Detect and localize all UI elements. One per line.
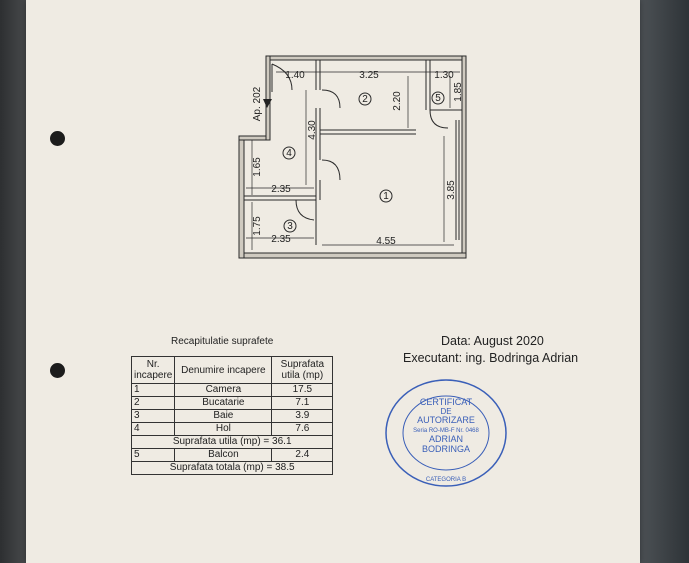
dim-top-right: 1.30 — [434, 70, 454, 81]
table-row: 5 Balcon 2.4 — [130, 448, 334, 462]
cell-area: 17.5 — [271, 383, 334, 397]
cell-name: Baie — [174, 409, 273, 423]
room-3-label: 3 — [287, 221, 293, 232]
background-right — [639, 0, 689, 563]
table-row: 1 Camera 17.5 — [130, 383, 334, 397]
table-row: 4 Hol 7.6 — [130, 422, 334, 436]
punch-hole-top — [50, 131, 65, 146]
dim-room-height: 3.85 — [446, 180, 457, 200]
room-5-label: 5 — [435, 93, 441, 104]
cell-nr: 4 — [130, 422, 176, 436]
room-1-label: 1 — [383, 191, 389, 202]
total-row: Suprafata totala (mp) = 38.5 — [130, 461, 334, 475]
subtotal-row: Suprafata utila (mp) = 36.1 — [130, 435, 334, 449]
background-left — [0, 0, 28, 563]
dim-bath-width: 2.35 — [271, 234, 291, 245]
subtotal-cell: Suprafata utila (mp) = 36.1 — [130, 435, 334, 449]
dim-room-width: 4.55 — [376, 236, 396, 247]
cell-name: Camera — [174, 383, 273, 397]
dim-top-mid: 3.25 — [359, 70, 379, 81]
stamp-name2: BODRINGA — [422, 444, 470, 454]
cell-nr: 5 — [130, 448, 176, 462]
apartment-label: Ap. 202 — [252, 86, 263, 121]
recap-title: Recapitulatie suprafete — [171, 336, 274, 347]
room-2-label: 2 — [362, 94, 368, 105]
date-text: Data: August 2020 — [441, 334, 544, 348]
room-4-label: 4 — [286, 148, 292, 159]
cell-nr: 1 — [130, 383, 176, 397]
table-row: 3 Baie 3.9 — [130, 409, 334, 423]
header-name: Denumire incapere — [174, 356, 273, 384]
dim-bath-height: 1.75 — [252, 216, 263, 236]
cell-nr: 3 — [130, 409, 176, 423]
dim-balcony-height: 1.85 — [453, 82, 464, 102]
dim-top-left: 1.40 — [285, 70, 305, 81]
dim-kitchen-height: 2.20 — [392, 91, 403, 111]
stamp-category: CATEGORIA B — [426, 477, 466, 483]
dim-hall-height: 4.30 — [307, 120, 318, 140]
cell-area: 3.9 — [271, 409, 334, 423]
table-header-row: Nr. incapere Denumire incapere Suprafata… — [130, 356, 334, 384]
cell-name: Hol — [174, 422, 273, 436]
stamp-line2: DE — [440, 407, 451, 416]
total-cell: Suprafata totala (mp) = 38.5 — [130, 461, 334, 475]
paper-sheet: 2 5 4 1 3 1.40 3.25 1.30 2.35 2.35 4.55 … — [26, 0, 640, 563]
stamp-line3: AUTORIZARE — [417, 415, 475, 425]
floor-plan: 2 5 4 1 3 1.40 3.25 1.30 2.35 2.35 4.55 … — [238, 55, 467, 259]
executant-text: Executant: ing. Bodringa Adrian — [403, 351, 579, 365]
dim-hall-lower: 1.65 — [252, 157, 263, 177]
cell-nr: 2 — [130, 396, 176, 410]
certificate-stamp: CERTIFICAT DE AUTORIZARE Seria RO-MB-F N… — [385, 379, 507, 487]
cell-area: 2.4 — [271, 448, 334, 462]
header-area: Suprafata utila (mp) — [271, 356, 334, 384]
cell-area: 7.6 — [271, 422, 334, 436]
table-row: 2 Bucatarie 7.1 — [130, 396, 334, 410]
punch-hole-bottom — [50, 363, 65, 378]
cell-name: Balcon — [174, 448, 273, 462]
stamp-serie: Seria RO-MB-F Nr. 0468 — [413, 428, 479, 434]
cell-area: 7.1 — [271, 396, 334, 410]
stamp-line1: CERTIFICAT — [420, 397, 473, 407]
dim-hall-width: 2.35 — [271, 184, 291, 195]
stamp-name1: ADRIAN — [429, 434, 463, 444]
cell-name: Bucatarie — [174, 396, 273, 410]
header-nr: Nr. incapere — [130, 356, 176, 384]
recap-table: Nr. incapere Denumire incapere Suprafata… — [130, 356, 334, 475]
